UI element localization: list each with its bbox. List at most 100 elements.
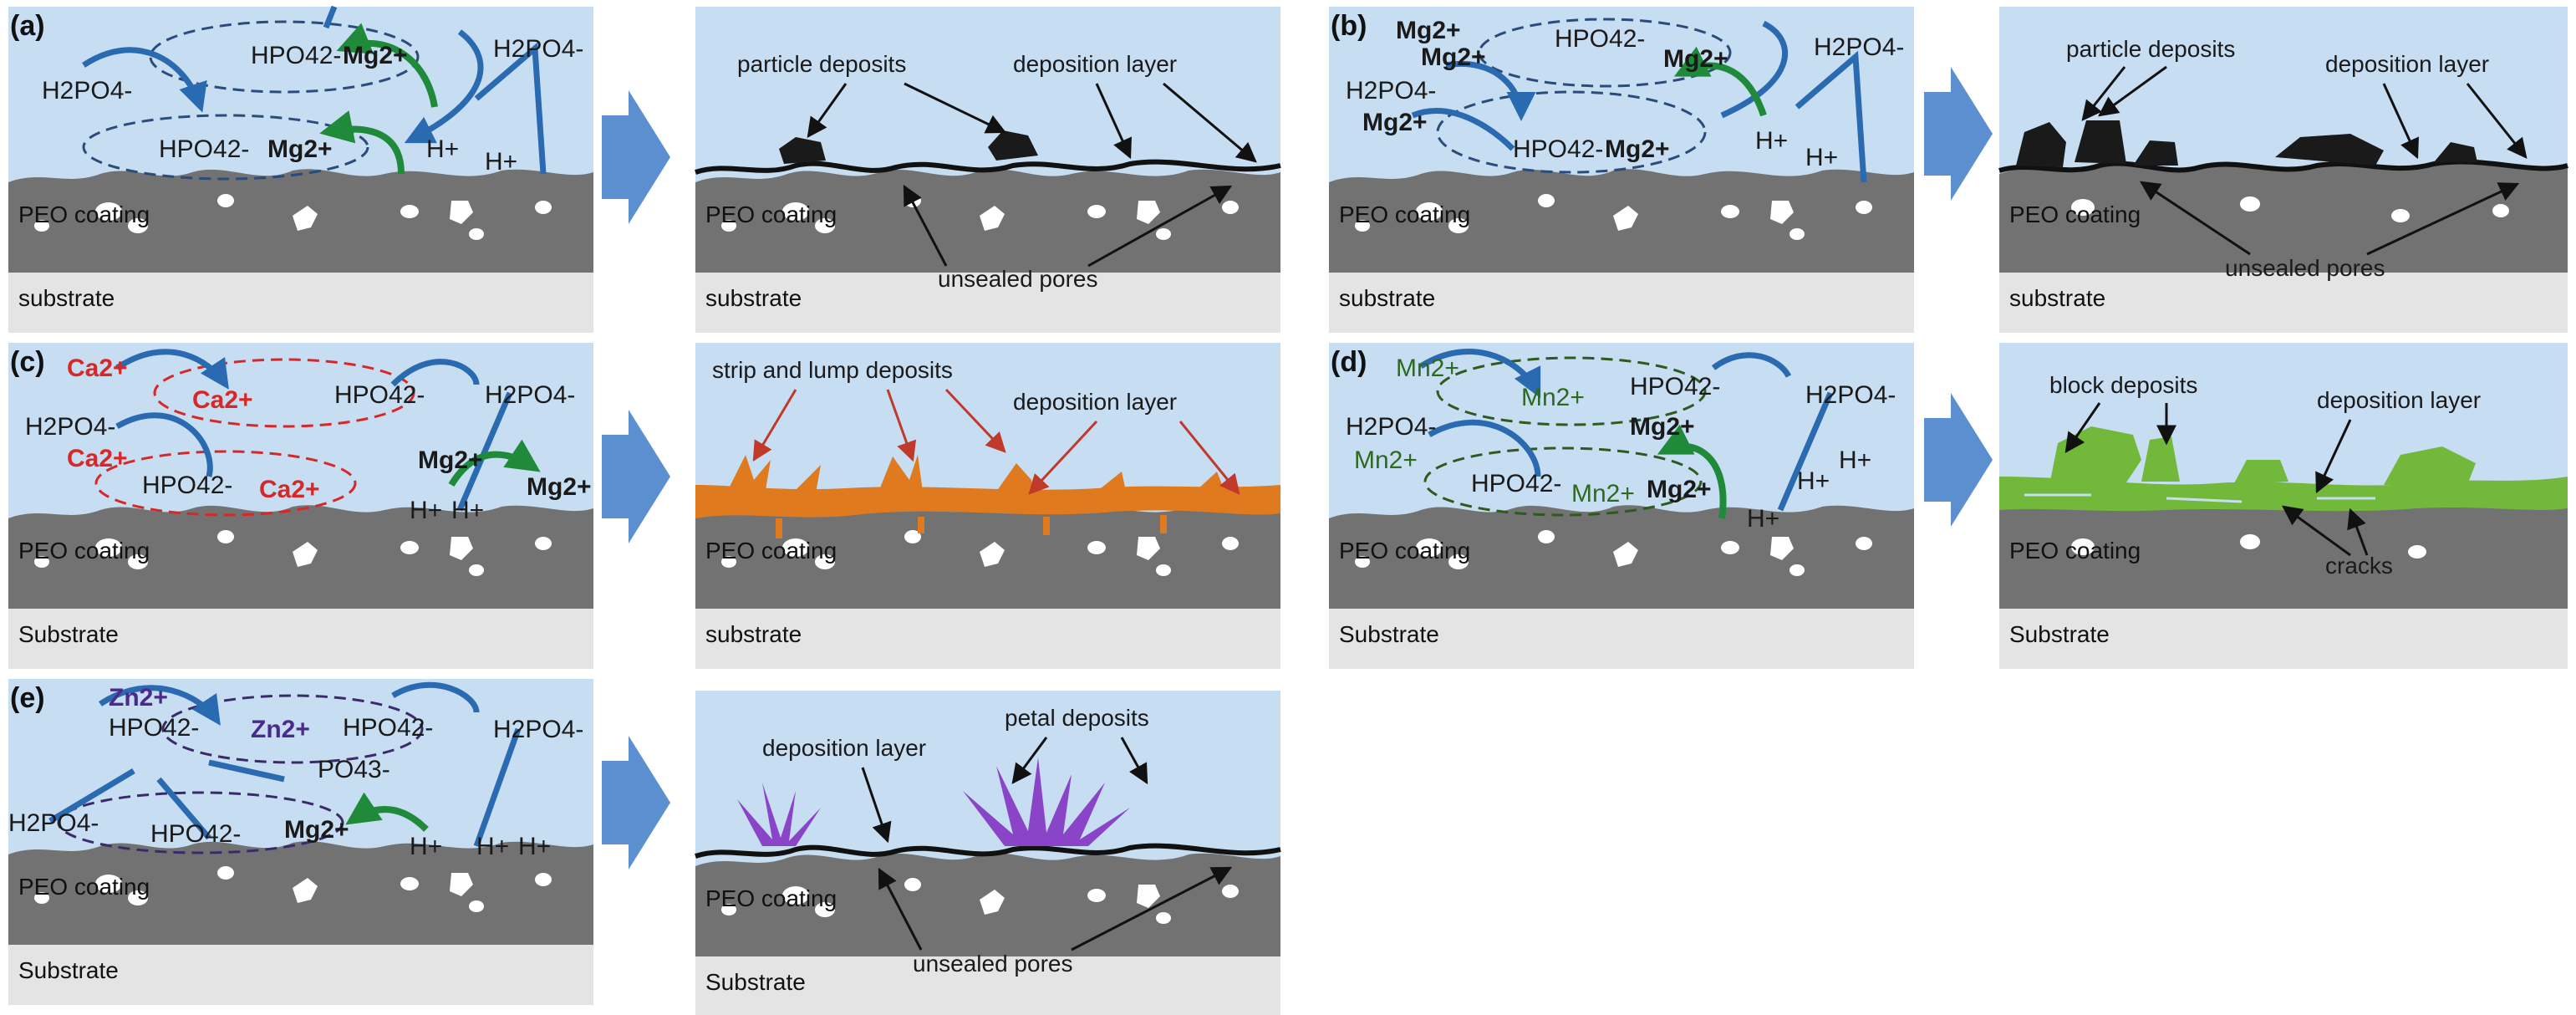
ion-label: HPO42-: [109, 714, 199, 742]
ion-label: Mg2+: [343, 42, 408, 69]
deposits-label: block deposits: [2049, 372, 2197, 398]
panel-b: (b) Mg2+ HPO42- Mg2+ H2PO4- H2PO4- Mg2+ …: [1329, 7, 2568, 333]
coating-label: PEO coating: [18, 201, 150, 227]
substrate-label: substrate: [705, 621, 802, 647]
coating-label: PEO coating: [18, 874, 150, 900]
substrate-label: substrate: [1339, 285, 1435, 311]
ion-label: Ca2+: [192, 386, 253, 414]
ion-label: H2PO4-: [1814, 33, 1904, 61]
coating-label: PEO coating: [705, 201, 837, 227]
pores-label: unsealed pores: [913, 951, 1072, 977]
panel-a-mechanism: (a) H2PO4- HPO42- Mg2+ H2PO4- HPO42- Mg2…: [8, 5, 593, 333]
ion-label: H+: [451, 497, 484, 524]
ion-label: H+: [476, 833, 509, 860]
ion-label: HPO42-: [1471, 470, 1561, 497]
ion-label: HPO42-: [251, 42, 341, 69]
substrate-label: substrate: [2009, 285, 2105, 311]
panel-e-mechanism: (e) Zn2+ HPO42- Zn2+ HPO42- PO43- H2PO4-…: [8, 679, 593, 1005]
ion-label: H+: [410, 833, 442, 860]
layer-label: deposition layer: [2317, 387, 2481, 413]
ion-label: H+: [1805, 144, 1838, 171]
ion-label: Mg2+: [1396, 17, 1461, 44]
ion-label: PO43-: [318, 756, 390, 783]
strip-deposit: [1097, 472, 1127, 495]
ion-label: HPO42-: [1630, 373, 1720, 400]
ion-label: Mg2+: [1647, 476, 1712, 503]
layer-label: deposition layer: [1013, 389, 1177, 415]
ion-label: H2PO4-: [25, 413, 115, 441]
layer-label: deposition layer: [762, 735, 926, 761]
panel-e-arrow: [602, 736, 670, 870]
panel-d-arrow: [1924, 393, 1993, 527]
ion-label: H2PO4-: [493, 716, 583, 743]
ion-label: Mn2+: [1354, 446, 1418, 474]
substrate-label: substrate: [18, 285, 115, 311]
coating-label: PEO coating: [705, 538, 837, 564]
ion-label: Mg2+: [1362, 109, 1428, 136]
ion-label: Ca2+: [67, 445, 128, 472]
panel-a-result: particle deposits deposition layer unsea…: [695, 7, 1281, 333]
panel-c-result: strip and lump deposits deposition layer…: [695, 343, 1280, 669]
ion-label: H2PO4-: [1346, 413, 1436, 441]
ion-label: Mg2+: [284, 816, 349, 844]
panel-c-label: (c): [10, 346, 45, 378]
ion-label: Mg2+: [418, 446, 483, 474]
ion-label: H+: [1797, 467, 1830, 495]
panel-b-result: particle deposits deposition layer unsea…: [1998, 7, 2568, 333]
substrate-label: Substrate: [18, 957, 119, 983]
particle-deposit: [779, 137, 826, 164]
particle-deposit: [2133, 140, 2178, 166]
ion-label: H+: [485, 148, 517, 176]
pores-label: unsealed pores: [938, 266, 1097, 292]
petal-deposit: [737, 783, 821, 846]
panel-b-label: (b): [1331, 10, 1367, 42]
panel-d-mechanism: (d) Mn2+ Mn2+ HPO42- H2PO4- H2PO4- Mg2+ …: [1329, 343, 1914, 669]
ion-label: HPO42-: [1513, 135, 1603, 163]
ion-label: HPO42-: [1555, 25, 1645, 53]
strip-deposit: [796, 465, 821, 493]
ion-label: H+: [518, 833, 551, 860]
coating-label: PEO coating: [18, 538, 150, 564]
panel-e-label: (e): [10, 682, 45, 714]
block-deposit: [2233, 460, 2288, 485]
ion-label: H+: [410, 497, 442, 524]
panel-a-arrow: [602, 90, 670, 224]
panel-d-label: (d): [1331, 346, 1367, 378]
ion-label: H+: [1755, 127, 1788, 155]
ion-label: Mg2+: [1605, 135, 1670, 163]
substrate-label: Substrate: [18, 621, 119, 647]
deposits-label: particle deposits: [2066, 36, 2235, 62]
panel-e-result: deposition layer petal deposits unsealed…: [695, 691, 1281, 1015]
ion-label: Mg2+: [1663, 45, 1728, 73]
deposits-label: particle deposits: [737, 51, 906, 77]
ion-label: H2PO4-: [493, 35, 583, 63]
ion-label: H+: [1747, 505, 1779, 533]
panel-a: (a) H2PO4- HPO42- Mg2+ H2PO4- HPO42- Mg2…: [8, 5, 1281, 333]
panel-d: (d) Mn2+ Mn2+ HPO42- H2PO4- H2PO4- Mg2+ …: [1329, 343, 2568, 669]
ion-label: Mn2+: [1396, 354, 1459, 382]
block-deposit: [2384, 446, 2476, 485]
ion-label: Zn2+: [251, 716, 310, 743]
particle-deposit: [2016, 122, 2066, 167]
particle-deposit: [2075, 120, 2126, 164]
particle-deposit: [2434, 142, 2477, 162]
lump-deposit: [996, 463, 1035, 493]
substrate-label: Substrate: [1339, 621, 1439, 647]
ion-label: Mg2+: [1630, 413, 1695, 441]
deposits-label: strip and lump deposits: [712, 357, 953, 383]
substrate-label: Substrate: [2009, 621, 2110, 647]
ion-label: Mn2+: [1571, 480, 1635, 508]
strip-deposit: [729, 455, 771, 490]
ion-label: H2PO4-: [1346, 77, 1436, 105]
substrate-label: Substrate: [705, 969, 806, 995]
ion-label: H+: [426, 135, 459, 163]
layer-label: deposition layer: [2325, 51, 2489, 77]
ion-label: H2PO4-: [1805, 381, 1896, 409]
block-deposit: [2141, 436, 2180, 482]
panel-a-label: (a): [10, 10, 45, 42]
ion-label: HPO42-: [334, 381, 425, 409]
ion-label: HPO42-: [343, 714, 433, 742]
coating-label: PEO coating: [2009, 538, 2141, 564]
